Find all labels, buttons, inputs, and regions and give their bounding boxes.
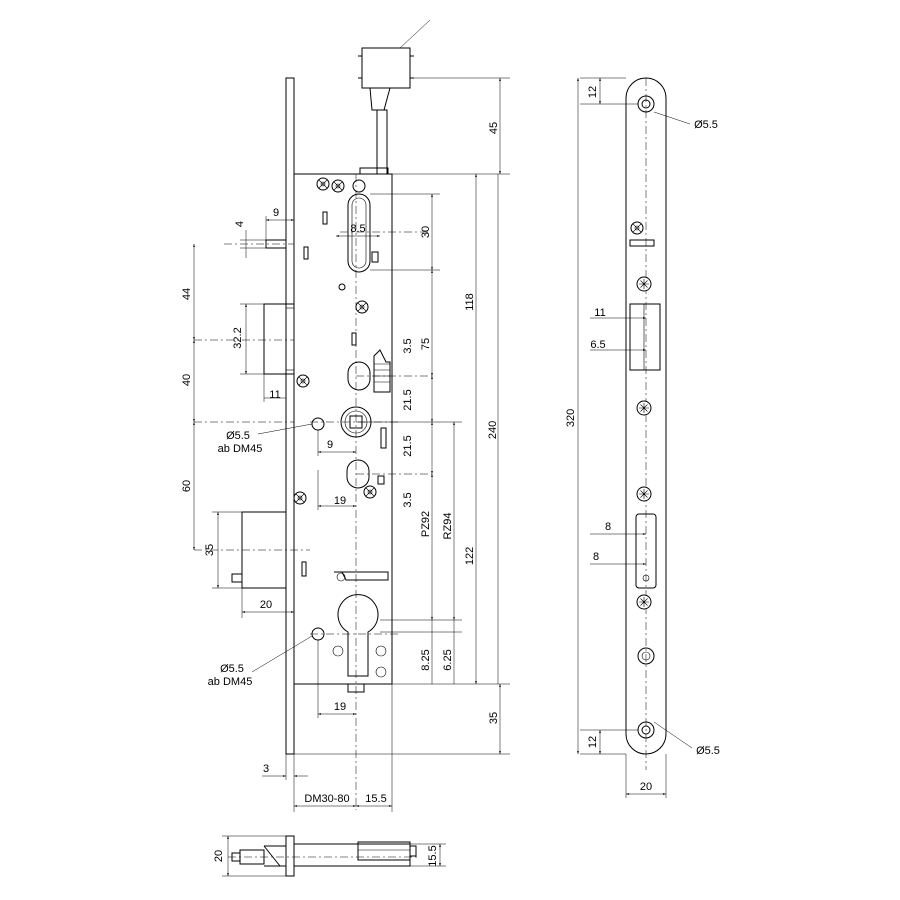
main-dimension-labels: 45 118 240 35 30 8.5 75 3.5 21.5 21.5 3.…	[181, 122, 500, 805]
fp-dim-8-a: 8	[605, 521, 611, 533]
dim-21-5-b: 21.5	[402, 435, 414, 456]
dim-15-5: 15.5	[365, 793, 386, 805]
bv-dim-20: 20	[213, 850, 225, 862]
bottom-dimension-labels: 20 15.5	[213, 845, 439, 866]
bottom-lever	[334, 571, 389, 582]
dim-dia-5-5-b: Ø5.5	[220, 663, 244, 675]
dim-45: 45	[488, 122, 500, 134]
dim-8-5: 8.5	[350, 223, 365, 235]
dim-35-deadbolt: 35	[204, 544, 216, 556]
bv-dim-15-5: 15.5	[427, 845, 439, 866]
dim-rz94: RZ94	[442, 513, 454, 540]
dim-75: 75	[420, 338, 432, 350]
fp-dim-11: 11	[594, 307, 605, 319]
dim-3-5-a: 3.5	[402, 338, 414, 353]
dim-19-b: 19	[334, 701, 346, 713]
ratchet-latch	[347, 349, 391, 393]
bottom-view	[222, 835, 446, 877]
dim-21-5-a: 21.5	[402, 389, 414, 410]
dim-ab-dm45-b: ab DM45	[208, 676, 253, 688]
latch-bolt	[263, 303, 295, 375]
fp-dim-dia-5-5-bottom: Ø5.5	[696, 745, 720, 757]
fp-dim-12-top: 12	[587, 86, 599, 98]
dim-3: 3	[263, 763, 269, 775]
dim-40: 40	[181, 374, 193, 386]
dim-pz92: PZ92	[420, 511, 432, 537]
top-slot	[347, 193, 371, 273]
dim-3-5-b: 3.5	[402, 492, 414, 507]
fp-dim-6-5: 6.5	[590, 339, 605, 351]
dim-35-bottom: 35	[488, 712, 500, 724]
dim-11: 11	[269, 389, 280, 401]
cylinder-profile	[332, 594, 387, 693]
dim-20: 20	[260, 599, 272, 611]
fp-dim-320: 320	[565, 409, 577, 427]
fp-dim-20: 20	[640, 781, 652, 793]
dim-44: 44	[181, 288, 193, 300]
front-plate-strip	[285, 77, 295, 755]
dim-dia-5-5-a: Ø5.5	[226, 430, 250, 442]
lock-case	[293, 173, 393, 685]
lock-body-view	[193, 19, 510, 812]
faceplate-bolt-opening	[635, 513, 657, 589]
dim-9-mid: 9	[327, 439, 333, 451]
fixing-hole-top	[311, 417, 325, 431]
dim-dm30-80: DM30-80	[304, 793, 349, 805]
dim-8-25: 8.25	[420, 649, 432, 670]
dim-60: 60	[181, 480, 193, 492]
dim-4: 4	[234, 221, 246, 227]
faceplate-view	[577, 77, 693, 798]
fp-dim-dia-5-5-top: Ø5.5	[694, 119, 718, 131]
dim-6-25: 6.25	[442, 649, 454, 670]
dim-32-2: 32.2	[232, 327, 244, 348]
fp-dim-12-bottom: 12	[587, 736, 599, 748]
fp-dim-8-b: 8	[593, 551, 599, 563]
dim-118: 118	[464, 293, 476, 311]
follower	[340, 406, 387, 449]
dim-ab-dm45-a: ab DM45	[218, 443, 263, 455]
dim-19-a: 19	[334, 495, 346, 507]
dim-122: 122	[464, 547, 476, 565]
faceplate-dimension-labels: 12 Ø5.5 11 6.5 320 8 8 12 Ø5.5 20	[565, 86, 720, 793]
dim-240: 240	[487, 421, 499, 439]
dim-9-top: 9	[273, 207, 279, 219]
dim-30: 30	[420, 226, 432, 238]
faceplate-latch-opening	[629, 303, 661, 371]
top-rod	[358, 19, 431, 175]
